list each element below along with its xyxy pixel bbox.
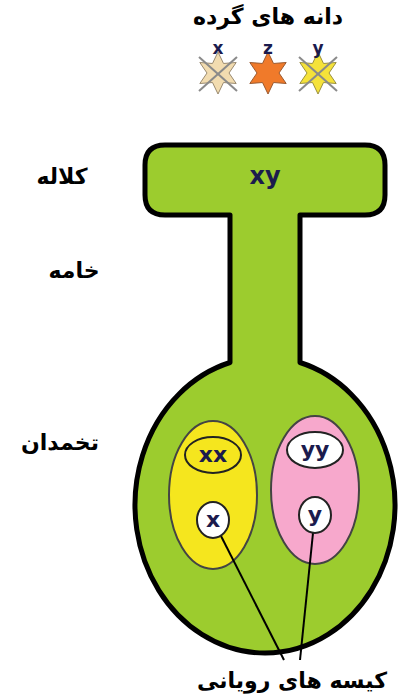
star-outline (300, 52, 336, 94)
ellipse-outline (299, 497, 331, 533)
node-text: x (213, 40, 224, 57)
egg-circle: x (196, 501, 230, 539)
embryo-sac: xxx (168, 420, 258, 570)
nucleus-oval: yy (286, 431, 344, 469)
part-name: تخمدان (21, 430, 99, 456)
node-text: xx (199, 444, 227, 466)
pollen-star: z (243, 40, 293, 96)
leader-line (300, 533, 313, 660)
part-name: خامه (48, 258, 99, 284)
star-outline (200, 52, 236, 94)
leader-line (221, 536, 284, 660)
star-outline (250, 52, 286, 94)
pollen-star: x (193, 40, 243, 96)
ellipse-outline (271, 416, 359, 564)
node-text: y (312, 40, 323, 57)
cross-out-line (299, 57, 337, 91)
node-text: xy (249, 164, 280, 188)
nucleus-oval: xx (184, 436, 242, 474)
node-text: yy (301, 439, 330, 461)
cross-out-line (199, 57, 237, 91)
part-name: کیسه های رویانی (197, 668, 387, 694)
ellipse-outline (185, 437, 241, 473)
node-text: y (308, 504, 322, 526)
ellipse-outline (287, 432, 343, 468)
heading-label: دانه های گرده (193, 4, 343, 30)
ellipse-outline (169, 421, 257, 569)
egg-circle: y (298, 496, 332, 534)
part-name: کلاله (36, 164, 87, 190)
node-text: z (263, 40, 273, 57)
cross-out-line (199, 57, 237, 91)
node-text: x (206, 509, 220, 531)
embryo-sac: yyy (270, 415, 360, 565)
pistil-outline (135, 145, 395, 653)
pollen-star: y (293, 40, 343, 96)
cross-out-line (299, 57, 337, 91)
shape-svg (133, 140, 397, 660)
ellipse-outline (197, 502, 229, 538)
pistil-shape: xyxxxyyy (133, 140, 397, 660)
